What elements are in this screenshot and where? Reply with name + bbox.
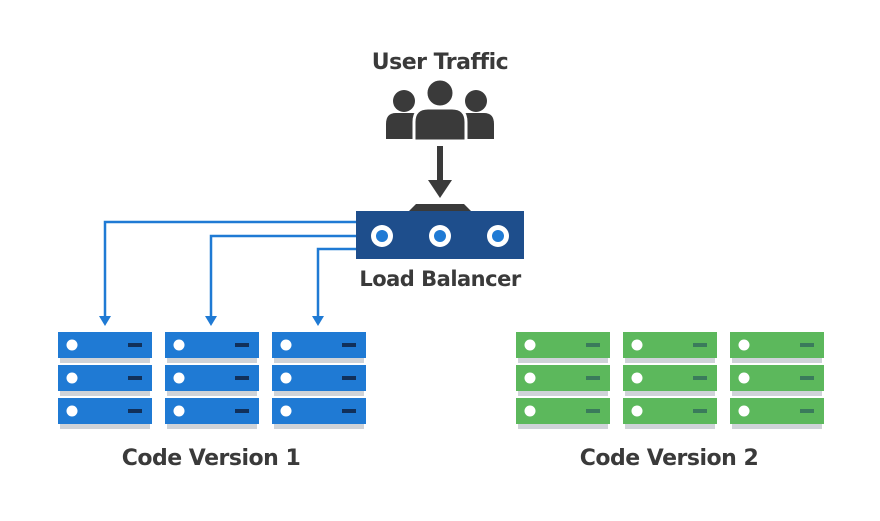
server-unit-shadow [167,391,257,396]
connector-arrowhead [205,316,217,326]
server-led-icon [738,339,750,351]
server-unit-shadow [732,424,822,429]
server-unit-shadow [60,391,150,396]
server-unit-shadow [625,424,715,429]
server-led-icon [280,405,292,417]
server-led-icon [66,372,78,384]
server-led-icon [524,405,536,417]
server-slot [128,376,142,380]
server-slot [800,409,814,413]
server-slot [342,343,356,347]
server-led-icon [280,372,292,384]
server-unit-shadow [518,358,608,363]
traffic-arrow [428,146,452,198]
server-slot [235,376,249,380]
server-unit-shadow [60,358,150,363]
server-unit-shadow [60,424,150,429]
connector-arrowhead [312,316,324,326]
server-unit-shadow [274,424,364,429]
server-led-icon [66,339,78,351]
server-rack [58,332,152,429]
server-slot [693,376,707,380]
server-unit-shadow [625,391,715,396]
server-unit-shadow [274,391,364,396]
server-rack [623,332,717,429]
server-led-icon [738,405,750,417]
connector-arrowhead [99,316,111,326]
connector-line [316,247,356,318]
server-unit-shadow [167,424,257,429]
load-balancer-ports [371,225,509,247]
server-unit-shadow [732,391,822,396]
server-rack [516,332,610,429]
connector-line [209,234,356,318]
server-slot [128,343,142,347]
server-slot [800,376,814,380]
server-led-icon [631,372,643,384]
server-led-icon [173,372,185,384]
server-unit-shadow [274,358,364,363]
load-balancer-top [408,204,472,212]
load-balancer-label: Load Balancer [359,267,522,291]
server-unit-shadow [732,358,822,363]
server-rack [165,332,259,429]
server-led-icon [173,339,185,351]
server-unit-shadow [518,424,608,429]
server-unit-shadow [518,391,608,396]
server-led-icon [66,405,78,417]
users-icon [386,77,494,143]
connector-arrowheads [99,316,324,326]
server-unit-shadow [625,358,715,363]
server-led-icon [173,405,185,417]
server-group-version-1 [58,332,366,429]
server-rack [730,332,824,429]
server-rack [272,332,366,429]
server-slot [342,376,356,380]
load-balancer [356,204,524,259]
server-slot [586,409,600,413]
server-slot [235,343,249,347]
server-led-icon [631,405,643,417]
server-led-icon [738,372,750,384]
code-version-2-label: Code Version 2 [580,446,759,471]
code-version-1-label: Code Version 1 [122,446,301,471]
server-slot [128,409,142,413]
server-group-version-2 [516,332,824,429]
connectors [103,220,356,318]
server-slot [693,409,707,413]
server-led-icon [631,339,643,351]
user-traffic-label: User Traffic [372,50,508,75]
server-slot [235,409,249,413]
server-slot [693,343,707,347]
server-led-icon [524,339,536,351]
server-slot [342,409,356,413]
server-led-icon [524,372,536,384]
server-led-icon [280,339,292,351]
server-slot [800,343,814,347]
server-unit-shadow [167,358,257,363]
server-slot [586,343,600,347]
server-slot [586,376,600,380]
connector-line [103,220,356,318]
